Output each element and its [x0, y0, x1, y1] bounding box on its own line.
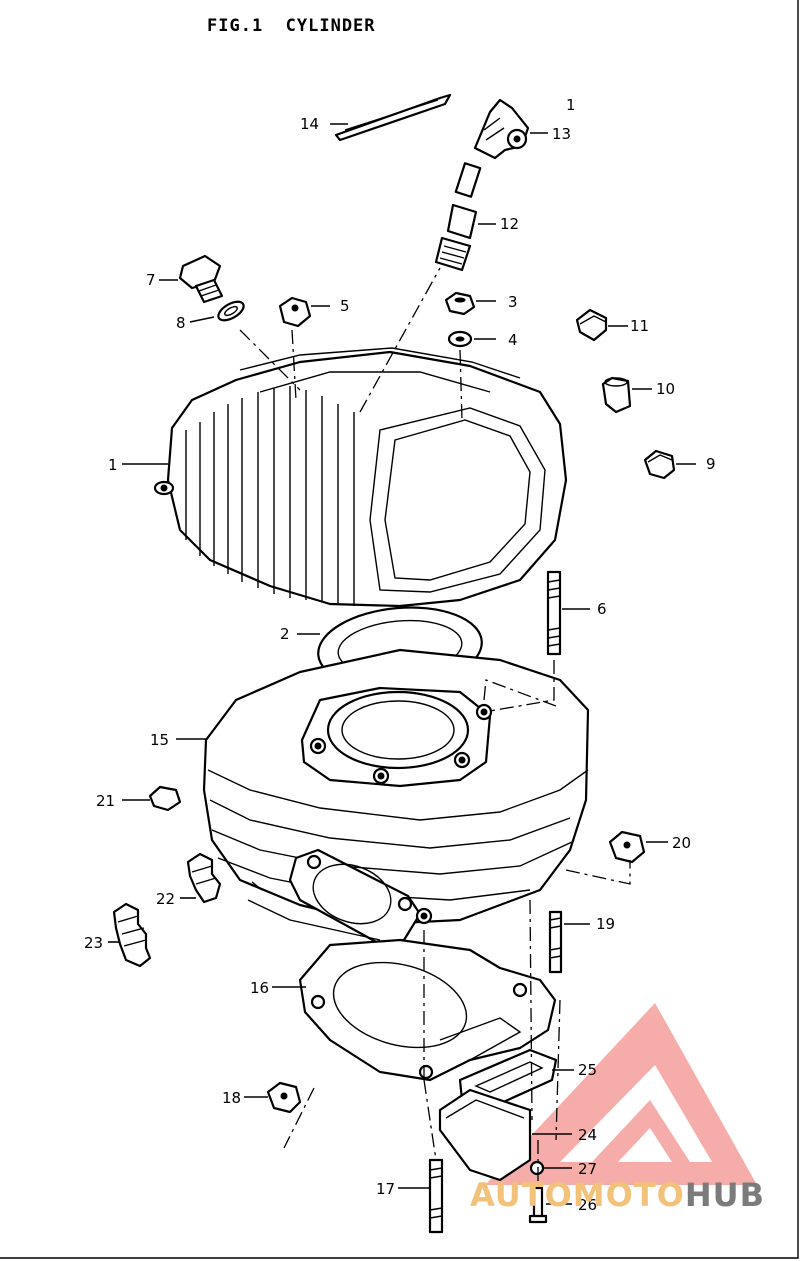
figure-title: FIG.1 CYLINDER: [207, 16, 376, 36]
drain-bolt-part: [178, 254, 224, 304]
spark-plug-part: [434, 162, 482, 272]
rubber-plug-part-22: [186, 852, 222, 904]
callout-20: 20: [672, 834, 691, 852]
washer-part-8: [217, 300, 245, 322]
callout-15: 15: [150, 731, 169, 749]
callout-24: 24: [578, 1126, 597, 1144]
spark-plug-cap-part: [473, 98, 530, 160]
cap-part-11: [575, 308, 608, 342]
watermark-logo-mark: [485, 1003, 757, 1185]
nut-part-18: [266, 1081, 302, 1114]
callout-14: 14: [300, 115, 319, 133]
base-gasket-part: [298, 938, 557, 1082]
nut-part-5: [278, 296, 312, 328]
rubber-plug-part-23: [112, 902, 152, 968]
callout-4: 4: [508, 331, 518, 349]
callout-25: 25: [578, 1061, 597, 1079]
reed-valve-body-part: [438, 1088, 532, 1182]
callout-21: 21: [96, 792, 115, 810]
watermark-text-hub: HUB: [684, 1176, 766, 1214]
stud-part-6: [546, 570, 562, 656]
washer-part-27: [529, 1160, 545, 1176]
callout-23: 23: [84, 934, 103, 952]
cap-part-21: [148, 785, 182, 812]
callout-17: 17: [376, 1180, 395, 1198]
callout-19: 19: [596, 915, 615, 933]
cap-part-10: [601, 376, 632, 414]
callout-7: 7: [146, 271, 156, 289]
cap-part-9: [643, 449, 676, 480]
callout-9: 9: [706, 455, 716, 473]
watermark-text-automoto: AUTOMOTO: [470, 1176, 685, 1214]
leader-lines: [108, 123, 696, 1205]
spring-clip-part: [334, 93, 452, 142]
callout-11: 11: [630, 317, 649, 335]
cylinder-block-part: [202, 648, 590, 946]
cylinder-head-part: [153, 347, 568, 608]
nut-part-20: [608, 830, 646, 864]
callout-8: 8: [176, 314, 186, 332]
callout-5: 5: [340, 297, 350, 315]
callout-1: 1: [108, 456, 118, 474]
callout-13: 13: [552, 125, 571, 143]
callout-22: 22: [156, 890, 175, 908]
callout-27: 27: [578, 1160, 597, 1178]
callout-12: 12: [500, 215, 519, 233]
watermark-wordmark: AUTOMOTOHUB: [470, 1176, 765, 1214]
callout-26: 26: [578, 1196, 597, 1214]
callout-18: 18: [222, 1089, 241, 1107]
callout-6: 6: [597, 600, 607, 618]
callout-3: 3: [508, 293, 518, 311]
callout-10: 10: [656, 380, 675, 398]
callout-16: 16: [250, 979, 269, 997]
callout-labels: 1 13 14 12 7 5 3 4 8 11 10 1 9 6 2 15 21…: [84, 96, 716, 1214]
screw-part-26: [528, 1186, 548, 1224]
callout-1-top: 1: [566, 96, 576, 114]
stud-part-17: [428, 1158, 444, 1234]
nut-part-3: [444, 291, 476, 316]
callout-2: 2: [280, 625, 290, 643]
stud-part-19: [548, 910, 563, 974]
